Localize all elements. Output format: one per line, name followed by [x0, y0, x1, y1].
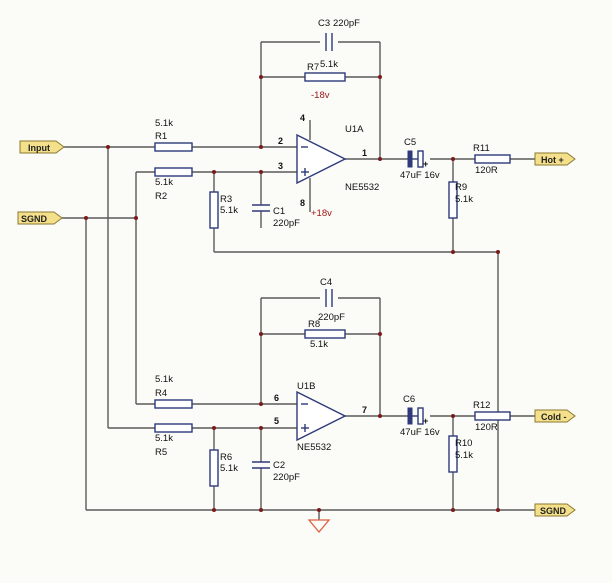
- resistor-r11[interactable]: R11 120R: [473, 143, 511, 176]
- r5-value: 5.1k: [155, 433, 173, 444]
- capacitor-c2[interactable]: C2 220pF: [252, 460, 300, 483]
- u1a-pin-vpos: 8: [300, 198, 305, 208]
- u1a-vneg-label: -18v: [311, 90, 330, 101]
- capacitor-c1[interactable]: C1 220pF: [252, 204, 300, 229]
- u1a-part: NE5532: [345, 182, 379, 193]
- u1a-pin-vneg: 4: [300, 113, 305, 123]
- c4-ref: C4: [320, 277, 332, 288]
- r11-value: 120R: [475, 165, 498, 176]
- port-input-label: Input: [28, 143, 50, 153]
- resistor-r5[interactable]: 5.1k R5: [154, 423, 193, 458]
- port-sgnd-right-label: SGND: [540, 506, 567, 516]
- resistor-r6[interactable]: R6 5.1k: [209, 449, 238, 487]
- r5-ref: R5: [155, 447, 167, 458]
- r8-ref: R8: [308, 319, 320, 330]
- u1a-pin-noninv: 3: [278, 161, 283, 171]
- junction-dots: [84, 75, 500, 512]
- u1b-ref: U1B: [297, 381, 315, 392]
- u1b-pin-out: 7: [362, 405, 367, 415]
- opamp-u1a[interactable]: 2 3 1 4 8 -18v +18v U1A NE5532: [278, 90, 379, 219]
- wires: [62, 41, 535, 520]
- resistor-r1[interactable]: 5.1k R1: [154, 118, 193, 152]
- r9-value: 5.1k: [455, 194, 473, 205]
- resistor-r10[interactable]: R10 5.1k: [448, 435, 473, 473]
- port-sgnd-left-label: SGND: [21, 214, 48, 224]
- port-input[interactable]: Input: [19, 140, 65, 154]
- u1b-part: NE5532: [297, 442, 331, 453]
- resistor-r12[interactable]: R12 120R: [473, 400, 511, 433]
- c2-ref: C2: [273, 460, 285, 471]
- u1a-pin-out: 1: [362, 148, 367, 158]
- capacitor-c5[interactable]: C5 + 47uF 16v: [400, 137, 440, 181]
- u1b-pin-noninv: 5: [274, 416, 279, 426]
- r3-ref: R3: [220, 194, 232, 205]
- r4-ref: R4: [155, 388, 167, 399]
- r3-value: 5.1k: [220, 205, 238, 216]
- u1a-pin-inv: 2: [278, 136, 283, 146]
- port-cold[interactable]: Cold -: [534, 409, 576, 423]
- r2-value: 5.1k: [155, 177, 173, 188]
- r1-ref: R1: [155, 131, 167, 142]
- ground-icon: [307, 519, 331, 534]
- capacitor-c6[interactable]: C6 + 47uF 16v: [400, 394, 440, 438]
- resistor-r2[interactable]: 5.1k R2: [154, 167, 193, 202]
- r7-value: 5.1k: [320, 59, 338, 70]
- c2-value: 220pF: [273, 472, 300, 483]
- port-sgnd-left[interactable]: SGND: [17, 211, 63, 225]
- r12-ref: R12: [473, 400, 490, 411]
- c1-value: 220pF: [273, 218, 300, 229]
- r7-ref: R7: [307, 62, 319, 73]
- r6-value: 5.1k: [220, 463, 238, 474]
- r1-value: 5.1k: [155, 118, 173, 129]
- port-hot[interactable]: Hot +: [534, 152, 576, 166]
- c6-value: 47uF 16v: [400, 427, 440, 438]
- r11-ref: R11: [473, 143, 490, 154]
- r8-value: 5.1k: [310, 339, 328, 350]
- r10-ref: R10: [455, 438, 472, 449]
- resistor-r4[interactable]: 5.1k R4: [154, 374, 193, 409]
- c6-plus-icon: +: [423, 416, 428, 426]
- u1a-vpos-label: +18v: [311, 208, 332, 219]
- r6-ref: R6: [220, 452, 232, 463]
- resistor-r3[interactable]: R3 5.1k: [209, 191, 238, 229]
- capacitor-c4[interactable]: C4 220pF: [318, 277, 345, 323]
- opamp-u1b[interactable]: 6 5 7 U1B NE5532: [274, 381, 367, 453]
- capacitor-c3[interactable]: C3 220pF: [318, 18, 360, 51]
- u1a-ref: U1A: [345, 124, 364, 135]
- r10-value: 5.1k: [455, 450, 473, 461]
- resistor-r8[interactable]: R8 5.1k: [304, 319, 346, 350]
- u1b-pin-inv: 6: [274, 393, 279, 403]
- resistor-r9[interactable]: R9 5.1k: [448, 181, 473, 219]
- c5-value: 47uF 16v: [400, 170, 440, 181]
- c6-ref: C6: [403, 394, 415, 405]
- port-sgnd-right[interactable]: SGND: [534, 503, 576, 517]
- port-hot-label: Hot +: [541, 155, 564, 165]
- c5-plus-icon: +: [423, 159, 428, 169]
- c5-ref: C5: [404, 137, 416, 148]
- r4-value: 5.1k: [155, 374, 173, 385]
- r2-ref: R2: [155, 191, 167, 202]
- c4-value: 220pF: [318, 312, 345, 323]
- c1-ref: C1: [273, 206, 285, 217]
- resistor-r7[interactable]: R7 5.1k: [304, 59, 346, 82]
- c3-ref: C3: [318, 18, 330, 29]
- r12-value: 120R: [475, 422, 498, 433]
- r9-ref: R9: [455, 182, 467, 193]
- port-cold-label: Cold -: [541, 412, 567, 422]
- c3-value: 220pF: [333, 18, 360, 29]
